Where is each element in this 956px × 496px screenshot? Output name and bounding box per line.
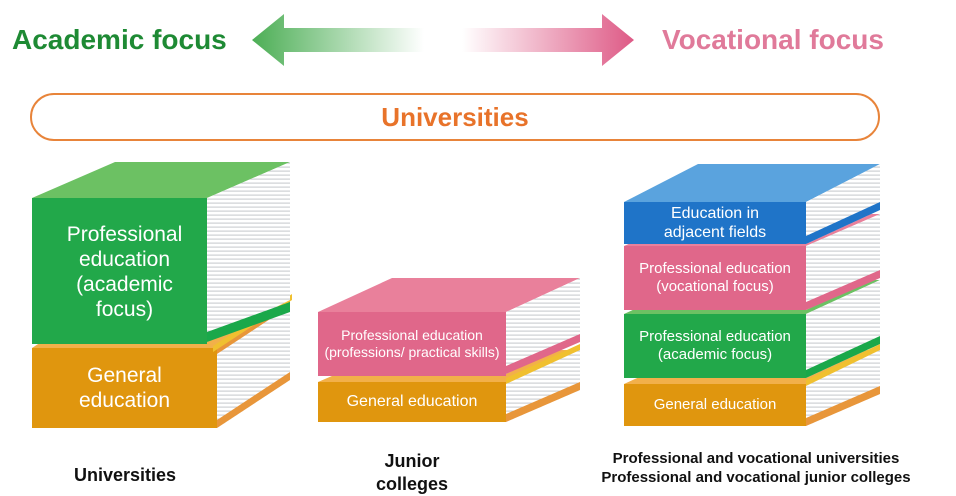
column-label-universities: Universities <box>73 465 177 485</box>
column-label-junior-colleges: Junior colleges <box>375 451 449 494</box>
book-label-professional-academic-3: Professional education (academic focus) <box>639 328 791 363</box>
book-label-professional-vocational-3: Professional education (vocational focus… <box>639 260 791 295</box>
column-label-professional-vocational: Professional and vocational universities… <box>556 450 956 488</box>
academic-vocational-arrow-icon <box>252 14 634 66</box>
universities-banner-label: Universities <box>381 101 529 132</box>
book-label-professional-academic-1: Professional education (academic focus) <box>66 222 183 322</box>
book-label-professional-practical-2: Professional education (professions/ pra… <box>324 327 500 360</box>
book-professional-practical-2 <box>318 278 580 376</box>
column-label-line-2: Professional and vocational junior colle… <box>601 468 911 486</box>
book-adjacent-fields-3 <box>624 164 880 244</box>
book-label-adjacent-fields-3: Education in adjacent fields <box>663 204 767 241</box>
book-label-general-education-1: General education <box>78 363 171 412</box>
column-label-line-1: Professional and vocational universities <box>612 450 900 467</box>
universities-banner: Universities <box>30 93 880 141</box>
book-professional-academic-1 <box>32 162 290 344</box>
book-label-general-education-3: General education <box>653 396 777 413</box>
book-label-general-education-2: General education <box>346 393 478 411</box>
academic-focus-label: Academic focus <box>12 24 227 55</box>
vocational-focus-label: Vocational focus <box>662 24 884 55</box>
